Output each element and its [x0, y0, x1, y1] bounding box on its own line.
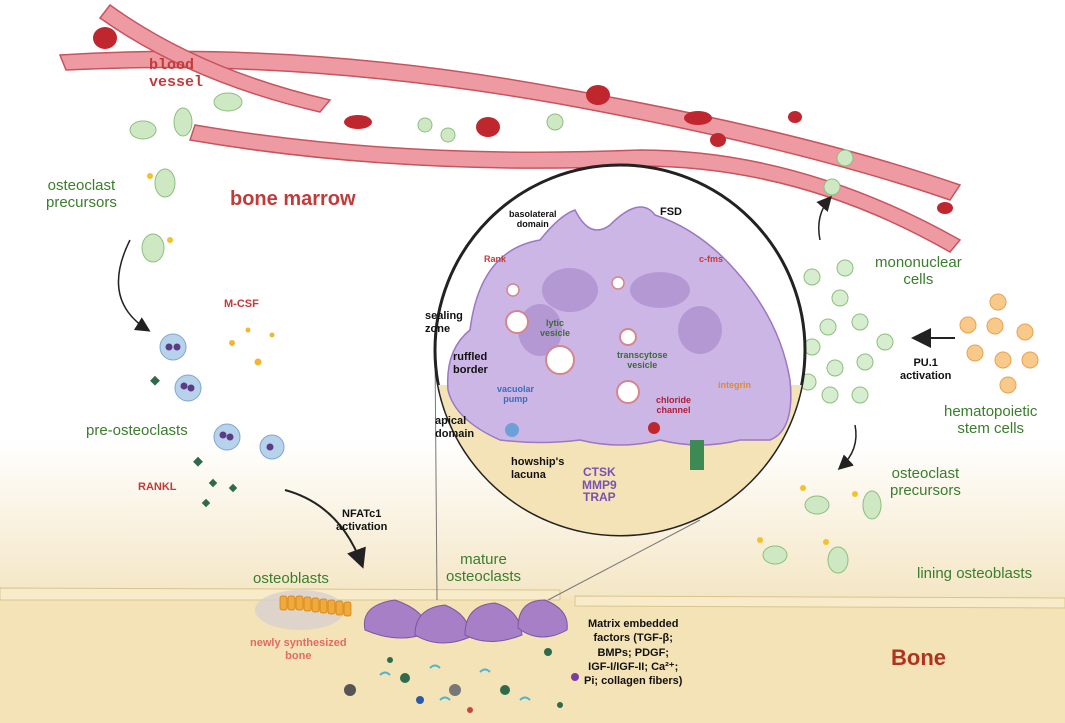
newly-synthesized-bone-label: newly synthesized bone: [250, 637, 347, 662]
pre-osteoclasts-label: pre-osteoclasts: [86, 422, 188, 439]
precursor-cells-left: [141, 168, 176, 263]
mononuclear-cells: [799, 259, 894, 404]
mature-osteoclasts-label: mature osteoclasts: [446, 551, 522, 586]
bone-lining-right: [574, 595, 1065, 609]
chloride-channel-label: chloride channel: [656, 395, 692, 416]
pu1-label: PU.1 activation: [900, 357, 952, 382]
arrow-nfatc1: [284, 489, 366, 569]
inset-circle: [433, 163, 807, 537]
collagen-fibers: [379, 664, 531, 701]
stem-cells: [959, 293, 1039, 394]
rankl-particles: [150, 375, 238, 508]
apical-domain-label: apical domain: [435, 415, 475, 440]
matrix-factors-label: Matrix embedded factors (TGF-β; BMPs; PD…: [584, 618, 683, 688]
precursor-cells-right: [762, 490, 882, 574]
circulating-cells: [129, 92, 854, 196]
mononuclear-cells-label: mononuclear cells: [875, 254, 962, 289]
pre-osteoclast-cells: [159, 333, 285, 460]
blood-vessel-label: blood vessel: [149, 57, 204, 92]
sealing-zone-label: sealing zone: [425, 310, 463, 335]
matrix-particles: [344, 648, 579, 713]
lytic-vesicle-label: lytic vesicle: [540, 318, 571, 339]
blood-vessel: [58, 3, 962, 253]
fsd-label: FSD: [660, 206, 682, 218]
rankl-label: RANKL: [138, 481, 177, 493]
basolateral-domain-label: basolateral domain: [509, 209, 557, 230]
bone-label: Bone: [891, 645, 946, 670]
integrin-label: integrin: [718, 380, 751, 390]
arrow-precursor-to-pre: [117, 239, 151, 332]
osteoclast-precursors-right-label: osteoclast precursors: [890, 465, 961, 500]
nfatc1-label: NFATc1 activation: [336, 508, 388, 533]
zoom-line-left: [434, 349, 438, 601]
mature-osteoclasts: [363, 599, 568, 644]
osteoclast-precursors-left-label: osteoclast precursors: [46, 177, 117, 212]
arrow-to-vessel: [816, 195, 832, 241]
red-blood-cells: [93, 27, 953, 214]
howships-lacuna-label: howship's lacuna: [511, 456, 565, 481]
osteoblast-cells: [279, 595, 352, 617]
enzymes-label: CTSK MMP9 TRAP: [582, 465, 617, 505]
ruffled-border-label: ruffled border: [453, 351, 488, 376]
rank-label: Rank: [484, 254, 507, 264]
mcsf-label: M-CSF: [224, 298, 259, 310]
mcsf-particles: [229, 327, 275, 366]
lining-osteoblasts-label: lining osteoblasts: [917, 565, 1033, 582]
osteoblasts-label: osteoblasts: [253, 570, 329, 587]
vacuolar-pump-label: vacuolar pump: [497, 384, 535, 405]
transcytose-vesicle-label: transcytose vesicle: [617, 350, 668, 371]
zoom-line-right: [547, 519, 701, 601]
arrow-to-precursors: [837, 424, 857, 471]
bone-marrow-label: bone marrow: [230, 188, 356, 210]
cfms-label: c-fms: [699, 254, 724, 264]
hematopoietic-stem-cells-label: hematopoietic stem cells: [944, 403, 1038, 438]
